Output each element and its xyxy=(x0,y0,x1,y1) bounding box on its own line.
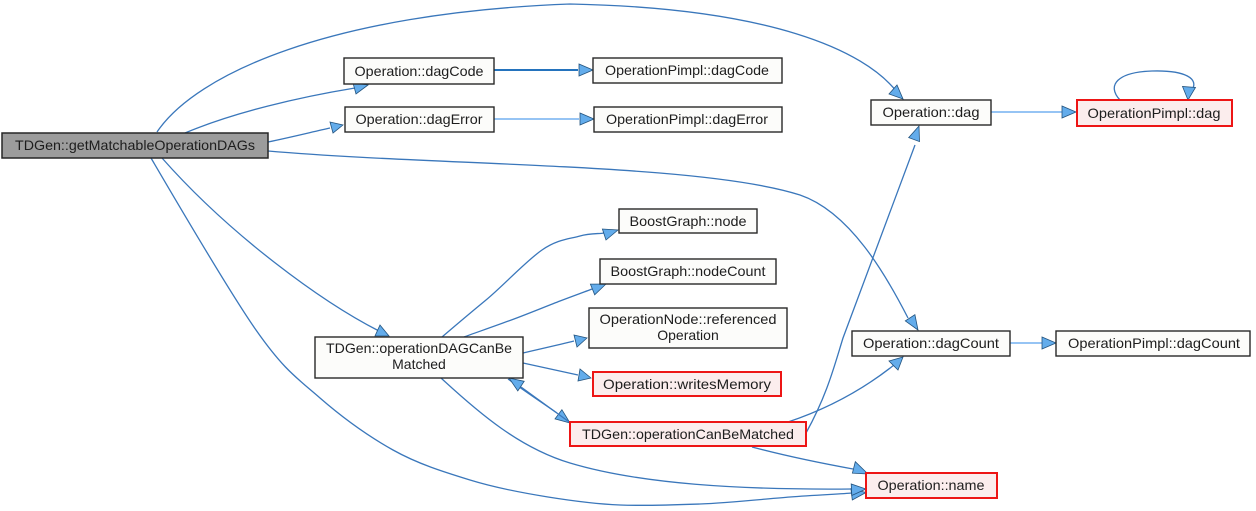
svg-text:TDGen::operationCanBeMatched: TDGen::operationCanBeMatched xyxy=(582,426,794,442)
svg-text:BoostGraph::nodeCount: BoostGraph::nodeCount xyxy=(611,263,766,279)
svg-text:OperationPimpl::dagError: OperationPimpl::dagError xyxy=(606,111,768,127)
svg-text:BoostGraph::node: BoostGraph::node xyxy=(630,213,747,229)
svg-text:Operation::writesMemory: Operation::writesMemory xyxy=(603,376,771,392)
svg-text:OperationNode::referenced: OperationNode::referenced xyxy=(600,311,777,327)
svg-text:Operation::dagError: Operation::dagError xyxy=(356,111,483,127)
svg-text:TDGen::operationDAGCanBe: TDGen::operationDAGCanBe xyxy=(326,340,512,356)
svg-text:Operation: Operation xyxy=(657,327,718,343)
svg-text:Operation::dagCount: Operation::dagCount xyxy=(863,335,999,351)
svg-text:OperationPimpl::dag: OperationPimpl::dag xyxy=(1088,105,1221,121)
svg-text:Operation::dagCode: Operation::dagCode xyxy=(355,63,484,79)
svg-text:OperationPimpl::dagCode: OperationPimpl::dagCode xyxy=(605,62,769,78)
svg-text:Operation::name: Operation::name xyxy=(878,477,985,493)
svg-text:OperationPimpl::dagCount: OperationPimpl::dagCount xyxy=(1068,335,1240,351)
svg-text:Matched: Matched xyxy=(392,356,446,372)
svg-text:TDGen::getMatchableOperationDA: TDGen::getMatchableOperationDAGs xyxy=(15,137,255,153)
svg-text:Operation::dag: Operation::dag xyxy=(883,104,980,120)
